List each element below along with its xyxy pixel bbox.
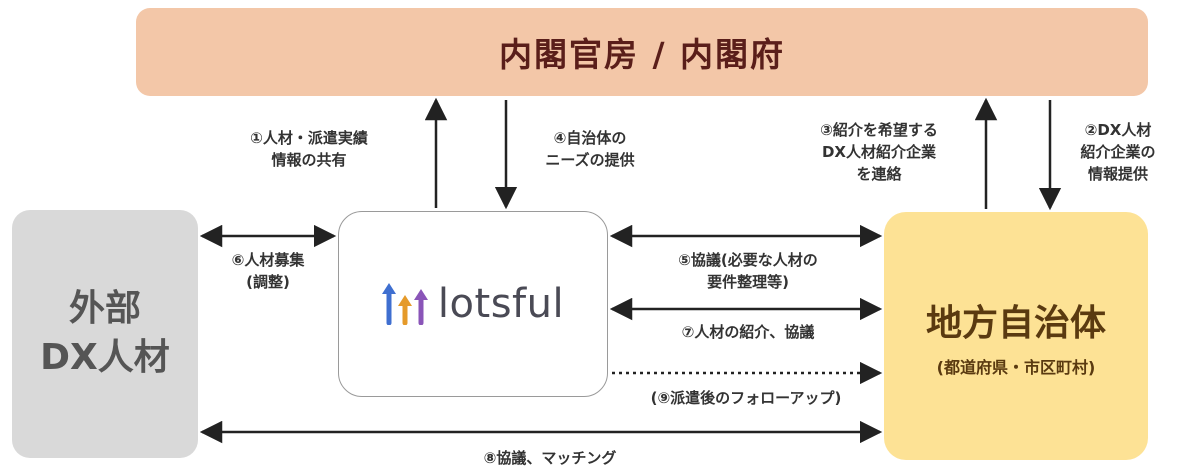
external-dx-talent-box: 外部 DX人材 <box>12 210 198 458</box>
lotsful-logo: lotsful <box>381 281 565 327</box>
flow-label-4: ④自治体の ニーズの提供 <box>545 129 635 169</box>
flow-label-2: ②DX人材 紹介企業の 情報提供 <box>1080 121 1156 183</box>
local-government-subtitle: (都道府県・市区町村) <box>936 358 1096 377</box>
flow-label-7: ⑦人材の紹介、協議 <box>681 323 815 341</box>
local-government-title: 地方自治体 <box>925 303 1106 344</box>
local-government-box: 地方自治体 (都道府県・市区町村) <box>884 212 1148 460</box>
lotsful-logo-text: lotsful <box>437 281 565 327</box>
flow-label-6: ⑥人材募集 (調整) <box>231 251 305 291</box>
flow-label-8: ⑧協議、マッチング <box>483 449 617 467</box>
flow-label-9: (⑨派遣後のフォローアップ) <box>650 389 842 407</box>
cabinet-office-box: 内閣官房 / 内閣府 <box>136 8 1148 96</box>
lotsful-box: lotsful <box>338 211 608 397</box>
flow-label-5: ⑤協議(必要な人材の 要件整理等) <box>678 251 818 291</box>
external-label-line1: 外部 <box>68 288 141 330</box>
flow-label-1: ①人材・派遣実績 情報の共有 <box>250 129 368 169</box>
lotsful-arrows-icon <box>381 283 428 325</box>
external-label-line2: DX人材 <box>40 337 170 378</box>
flow-label-3: ③紹介を希望する DX人材紹介企業 を連絡 <box>820 121 938 183</box>
cabinet-office-title: 内閣官房 / 内閣府 <box>498 35 786 74</box>
